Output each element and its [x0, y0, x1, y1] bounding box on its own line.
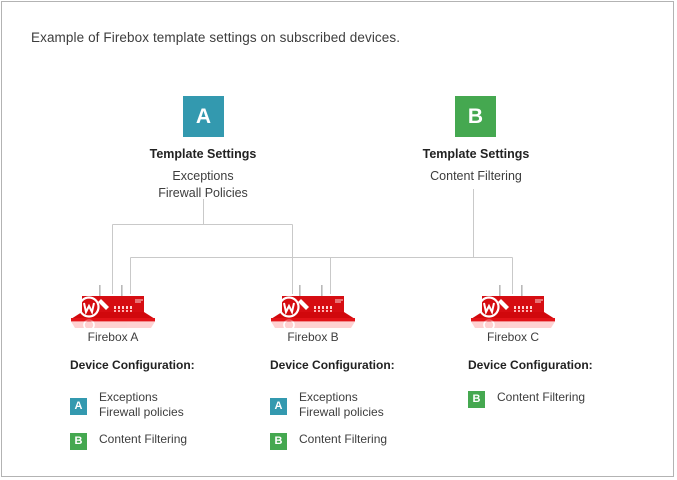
config-text-c-0: Content Filtering [497, 390, 586, 404]
template-a-setting-1: Firewall Policies [158, 186, 248, 200]
config-badge-a-1: B [70, 433, 87, 450]
template-a-setting-0: Exceptions [172, 169, 234, 183]
device-config-firebox-b: Device Configuration: A Exceptions Firew… [270, 358, 395, 462]
device-label-firebox-b: Firebox B [287, 330, 339, 344]
template-a-settings: Exceptions Firewall Policies [103, 168, 303, 202]
config-text-b-0-line-1: Firewall policies [299, 405, 384, 419]
config-text-a-0-line-0: Exceptions [99, 390, 158, 404]
device-config-title-c: Device Configuration: [468, 358, 593, 372]
device-label-firebox-c: Firebox C [486, 330, 539, 344]
device-label-firebox-a: Firebox A [87, 330, 139, 344]
config-text-a-0: Exceptions Firewall policies [99, 390, 184, 420]
firebox-appliance-icon-a [65, 285, 161, 331]
template-badge-a: A [183, 96, 224, 137]
config-badge-b-1: B [270, 433, 287, 450]
config-text-b-0-line-0: Exceptions [299, 390, 358, 404]
template-a-title: Template Settings [149, 147, 257, 161]
device-config-title-a: Device Configuration: [70, 358, 195, 372]
config-text-b-1: Content Filtering [299, 432, 388, 446]
config-item-a-1: B Content Filtering [70, 432, 195, 450]
template-b-settings: Content Filtering [376, 168, 576, 185]
config-item-b-1: B Content Filtering [270, 432, 395, 450]
config-badge-c-0: B [468, 391, 485, 408]
device-config-title-b: Device Configuration: [270, 358, 395, 372]
template-b-setting-0: Content Filtering [430, 169, 522, 183]
device-config-firebox-c: Device Configuration: B Content Filterin… [468, 358, 593, 420]
config-item-a-0: A Exceptions Firewall policies [70, 390, 195, 420]
config-text-a-1: Content Filtering [99, 432, 188, 446]
config-item-c-0: B Content Filtering [468, 390, 593, 408]
config-item-b-0: A Exceptions Firewall policies [270, 390, 395, 420]
template-badge-b: B [455, 96, 496, 137]
template-b-title: Template Settings [422, 147, 530, 161]
firebox-appliance-icon-c [465, 285, 561, 331]
page-caption: Example of Firebox template settings on … [31, 30, 401, 45]
device-config-firebox-a: Device Configuration: A Exceptions Firew… [70, 358, 195, 462]
config-text-a-0-line-1: Firewall policies [99, 405, 184, 419]
config-badge-a-0: A [70, 398, 87, 415]
config-text-b-0: Exceptions Firewall policies [299, 390, 384, 420]
config-badge-b-0: A [270, 398, 287, 415]
firebox-appliance-icon-b [265, 285, 361, 331]
